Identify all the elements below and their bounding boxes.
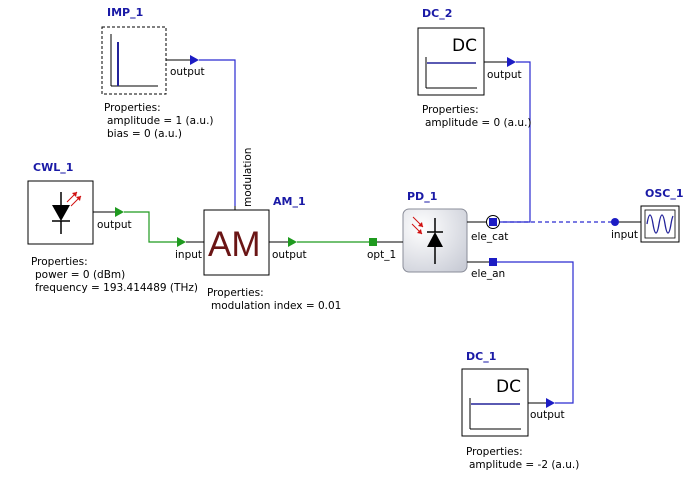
- dc1-icon-frame[interactable]: [461, 368, 529, 437]
- dc2-icon-frame[interactable]: [417, 27, 485, 96]
- am1-output-port[interactable]: [288, 237, 297, 247]
- imp1-prop-bias: bias = 0 (a.u.): [107, 128, 182, 140]
- wire-cwl1-to-am1[interactable]: [124, 211, 177, 243]
- laser-diode-icon: [52, 191, 82, 234]
- osc1-input-port[interactable]: [611, 218, 619, 226]
- imp1-output-label: output: [170, 66, 205, 78]
- dc-icon: [469, 398, 521, 430]
- imp1-output-port[interactable]: [190, 55, 199, 65]
- cwl1-title: CWL_1: [33, 161, 73, 174]
- am1-prop-modulation-index: modulation index = 0.01: [211, 300, 341, 312]
- pd1-an-label: ele_an: [471, 268, 505, 280]
- connections: [124, 59, 613, 404]
- am1-icon-frame[interactable]: [203, 209, 270, 276]
- cwl1-output-port[interactable]: [115, 207, 124, 217]
- dc2-title: DC_2: [422, 7, 452, 20]
- pd1-opt-port[interactable]: [369, 238, 377, 246]
- am1-icon-text: AM: [208, 225, 261, 264]
- osc1-block[interactable]: OSC_1 input: [611, 187, 684, 243]
- impulse-icon: [110, 34, 158, 87]
- pd1-title: PD_1: [407, 190, 437, 203]
- dc2-block[interactable]: DC_2 DC output Properties: amplitude = 0…: [417, 7, 532, 129]
- cwl1-block[interactable]: CWL_1 output Properties: power = 0 (dBm)…: [27, 161, 198, 294]
- dc2-output-port[interactable]: [507, 57, 516, 67]
- pd1-cat-label: ele_cat: [471, 231, 508, 243]
- dc1-prop-amplitude: amplitude = -2 (a.u.): [469, 459, 579, 471]
- pd1-opt-label: opt_1: [367, 249, 396, 261]
- dc1-properties-label: Properties:: [466, 446, 523, 458]
- pd1-block[interactable]: PD_1 opt_1 ele_cat ele_an: [367, 190, 508, 280]
- am1-properties-label: Properties:: [207, 287, 264, 299]
- dc-icon: [425, 57, 477, 89]
- am1-input-label: input: [175, 249, 202, 261]
- imp1-properties-label: Properties:: [104, 102, 161, 114]
- cwl1-properties-label: Properties:: [31, 256, 88, 268]
- dc1-icon-text: DC: [496, 377, 521, 397]
- osc1-input-label: input: [611, 229, 638, 241]
- dc1-output-port[interactable]: [546, 398, 555, 408]
- dc2-output-label: output: [487, 69, 522, 81]
- pd1-an-port[interactable]: [489, 258, 497, 266]
- sine-wave-icon: [646, 214, 674, 234]
- dc1-output-label: output: [530, 409, 565, 421]
- wire-pd1-an-to-dc1[interactable]: [494, 261, 574, 404]
- imp1-prop-amplitude: amplitude = 1 (a.u.): [107, 115, 214, 127]
- dc2-properties-label: Properties:: [422, 104, 479, 116]
- pd1-cat-port[interactable]: [489, 218, 497, 226]
- am1-input-port[interactable]: [177, 237, 186, 247]
- cwl1-output-label: output: [97, 219, 132, 231]
- wire-imp1-to-am1-modulation[interactable]: [199, 59, 236, 206]
- cwl1-prop-power: power = 0 (dBm): [35, 269, 125, 281]
- dc2-prop-amplitude: amplitude = 0 (a.u.): [425, 117, 532, 129]
- am1-block[interactable]: AM_1 AM modulation input output Properti…: [175, 148, 341, 312]
- photodiode-icon: [411, 216, 443, 264]
- am1-title: AM_1: [273, 195, 306, 208]
- am1-modulation-label: modulation: [242, 148, 254, 207]
- imp1-block[interactable]: IMP_1 output Properties: amplitude = 1 (…: [101, 6, 214, 140]
- am1-output-label: output: [272, 249, 307, 261]
- imp1-icon-frame[interactable]: [101, 26, 167, 95]
- cwl1-prop-frequency: frequency = 193.414489 (THz): [35, 282, 198, 294]
- dc2-icon-text: DC: [452, 36, 477, 56]
- wire-dc2-to-pd1-cat[interactable]: [496, 61, 531, 223]
- osc1-title: OSC_1: [645, 187, 684, 200]
- dc1-title: DC_1: [466, 350, 496, 363]
- osc1-icon-frame[interactable]: [640, 205, 680, 243]
- imp1-title: IMP_1: [107, 6, 143, 19]
- dc1-block[interactable]: DC_1 DC output Properties: amplitude = -…: [461, 350, 579, 471]
